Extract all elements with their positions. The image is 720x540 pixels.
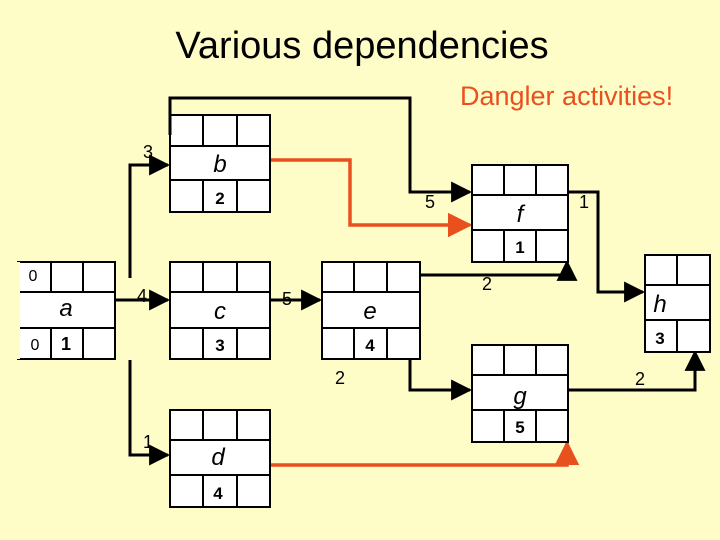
lag-b-f: 5 [425,192,435,212]
edge-g-h [568,349,706,392]
lag-e-f: 2 [482,274,492,294]
node-g-duration: 5 [515,418,524,437]
edge-b-f-dangler [270,158,473,238]
node-h [644,254,711,353]
lag-a-d: 1 [143,432,153,452]
edge-a-d [128,360,171,466]
node-d-name: d [211,444,225,471]
lag-g-h: 2 [635,369,645,389]
edge-f-h [568,190,646,303]
lag-c-e: 5 [282,289,292,309]
node-c [169,261,271,360]
edge-a-b [128,154,171,278]
node-b-duration: 2 [215,189,224,208]
node-a-es: 0 [29,268,38,285]
node-a [17,261,116,360]
node-f-name: f [517,201,526,228]
node-e-name: e [363,298,376,325]
page-title: Various dependencies [175,25,548,67]
lag-e-g: 2 [335,368,345,388]
node-d [169,409,271,508]
node-g [471,344,569,443]
lag-f-out: 1 [579,192,589,212]
dangler-connectors [270,158,580,467]
dangler-subtitle: Dangler activities! [460,81,673,111]
node-a-ls: 0 [31,337,40,354]
node-h-duration: 3 [655,329,664,348]
lag-a-b: 3 [143,142,153,162]
node-c-duration: 3 [215,336,224,355]
node-e [321,261,421,360]
lag-a-c: 4 [137,286,147,306]
node-e-duration: 4 [365,336,375,355]
node-g-name: g [513,383,527,410]
node-f-duration: 1 [515,238,524,257]
node-h-name: h [653,291,666,318]
edge-e-g [408,350,473,401]
node-c-name: c [214,298,226,325]
node-b [169,114,271,213]
node-b-name: b [213,151,226,178]
node-f [471,164,569,263]
node-d-duration: 4 [213,484,223,503]
edge-d-g-dangler [270,440,580,467]
node-a-duration: 1 [61,334,71,354]
node-a-name: a [59,295,72,322]
